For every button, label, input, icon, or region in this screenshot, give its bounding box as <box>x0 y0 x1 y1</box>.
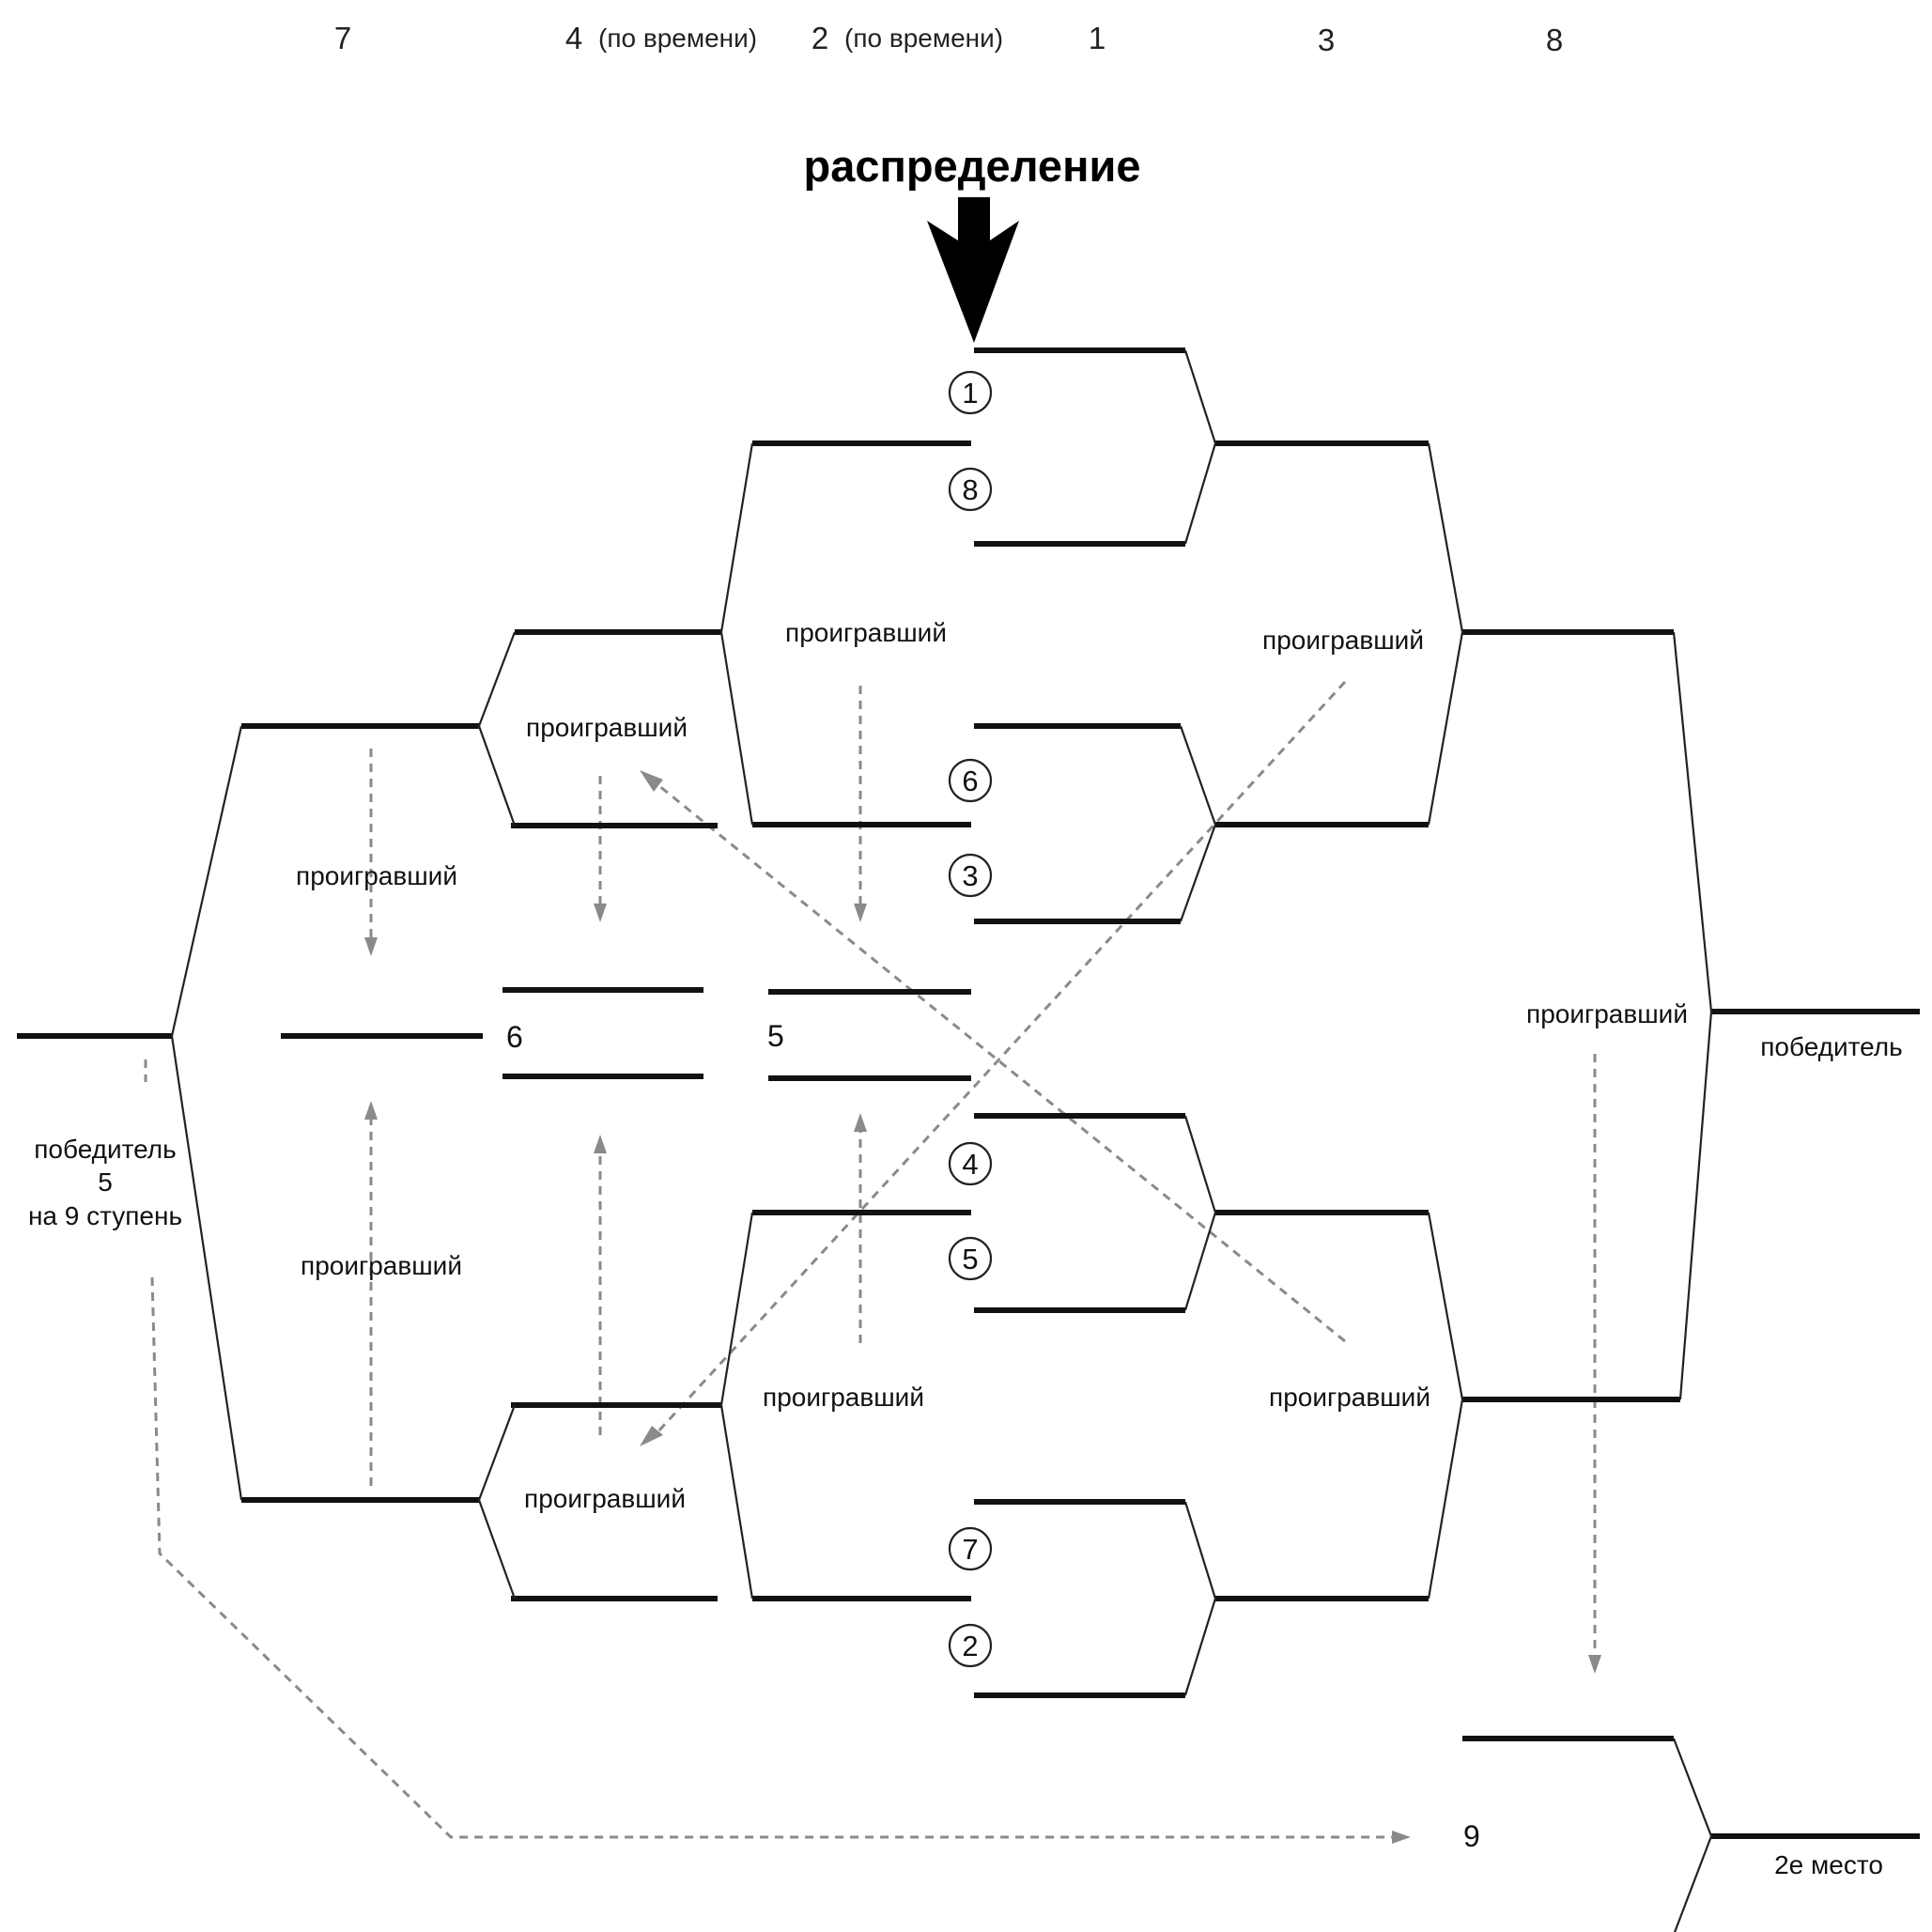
loser-label: проигравший <box>301 1251 462 1280</box>
header-columns: 7 4 (по времени) 2 (по времени) 1 3 8 <box>334 21 1563 57</box>
arrow-head-icon <box>594 1135 607 1153</box>
seed-7: 7 <box>948 1526 993 1571</box>
loser-label: проигравший <box>1526 999 1688 1028</box>
column-4: 4 <box>565 21 582 55</box>
svg-text:на 9 ступень: на 9 ступень <box>28 1201 182 1230</box>
svg-text:5: 5 <box>962 1243 978 1275</box>
loser-label: проигравший <box>763 1383 924 1412</box>
bracket-lines <box>17 348 1920 1839</box>
seed-5: 5 <box>948 1236 993 1281</box>
distribution-arrow-icon <box>927 197 1019 343</box>
svg-text:5: 5 <box>98 1167 113 1197</box>
svg-text:победитель: победитель <box>34 1135 176 1164</box>
arrow-head-icon <box>1588 1655 1601 1674</box>
bracket-connectors <box>170 349 1713 1932</box>
loser-labels: проигравший проигравший проигравший прои… <box>296 618 1688 1513</box>
seed-3: 3 <box>948 853 993 898</box>
arrow-head-icon <box>640 770 663 792</box>
svg-text:8: 8 <box>962 473 978 506</box>
distribution-title: распределение <box>804 141 1141 191</box>
loser-label: проигравший <box>1262 626 1424 655</box>
svg-text:1: 1 <box>962 377 978 410</box>
dashed-arrow-line <box>653 780 1346 1343</box>
svg-text:4: 4 <box>962 1148 978 1181</box>
second-place-label: 2е место <box>1774 1850 1883 1879</box>
arrow-head-icon <box>854 1113 867 1132</box>
seed-6: 6 <box>948 758 993 803</box>
loser-label: проигравший <box>785 618 947 647</box>
seed-circles: 1 8 6 3 4 5 7 2 <box>948 370 993 1668</box>
seed-8: 8 <box>948 467 993 512</box>
seed-4: 4 <box>948 1141 993 1186</box>
svg-text:3: 3 <box>962 859 978 892</box>
column-2: 2 <box>811 21 828 55</box>
arrow-head-icon <box>854 904 867 922</box>
loser-label: проигравший <box>526 713 688 742</box>
loser-label: проигравший <box>296 861 457 890</box>
column-2-note: (по времени) <box>844 23 1003 53</box>
loser-label: проигравший <box>1269 1383 1430 1412</box>
dashed-arrows <box>144 680 1601 1844</box>
seed-1: 1 <box>948 370 993 415</box>
loser-label: проигравший <box>524 1484 686 1513</box>
column-4-note: (по времени) <box>598 23 757 53</box>
column-3: 3 <box>1318 23 1335 57</box>
stage-6-label: 6 <box>506 1020 523 1054</box>
winner-label: победитель <box>1760 1032 1902 1061</box>
column-7: 7 <box>334 21 351 55</box>
arrow-head-icon <box>364 937 378 956</box>
arrow-head-icon <box>640 1426 663 1446</box>
column-8: 8 <box>1546 23 1563 57</box>
svg-text:2: 2 <box>962 1630 978 1662</box>
svg-text:7: 7 <box>962 1533 978 1566</box>
arrow-head-icon <box>364 1101 378 1120</box>
column-1: 1 <box>1089 21 1105 55</box>
dashed-arrow-line <box>150 1276 1392 1839</box>
stage-9-label: 9 <box>1463 1819 1480 1853</box>
stage-5-label: 5 <box>767 1019 784 1053</box>
dashed-arrow-line <box>656 680 1347 1434</box>
seed-2: 2 <box>948 1623 993 1668</box>
arrow-head-icon <box>1392 1831 1411 1844</box>
winner-5-note: победитель 5 на 9 ступень <box>28 1135 182 1230</box>
svg-text:6: 6 <box>962 765 978 797</box>
arrow-head-icon <box>594 904 607 922</box>
